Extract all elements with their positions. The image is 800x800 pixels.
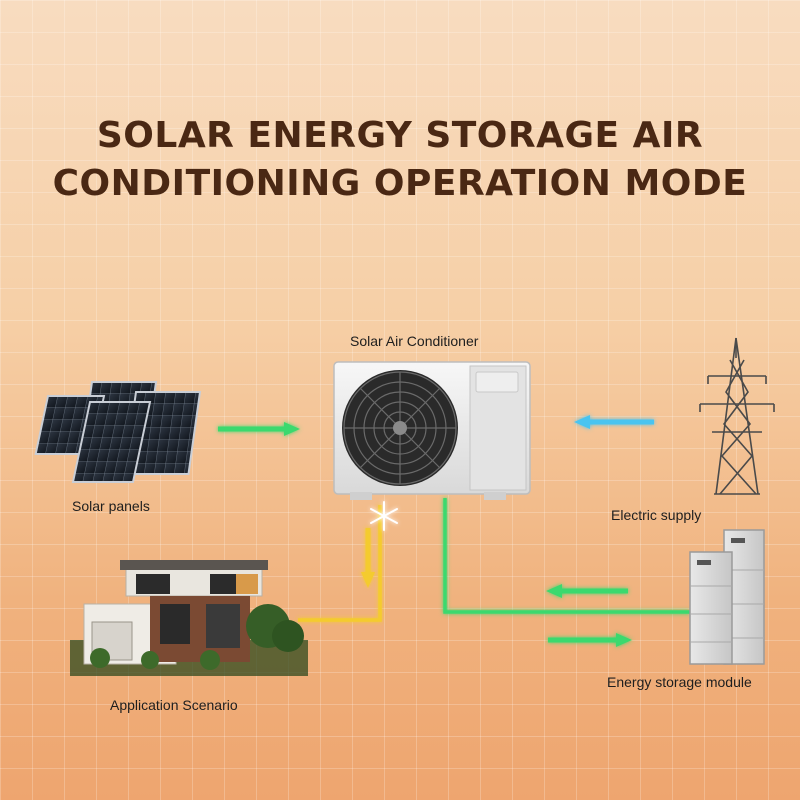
house-icon [70, 560, 308, 676]
arrow-ac-to-storage [548, 633, 632, 647]
arrow-cooling-down [361, 528, 375, 588]
label-application-scenario: Application Scenario [110, 697, 238, 713]
label-solar-panels: Solar panels [72, 498, 150, 514]
transmission-tower-icon [699, 337, 775, 495]
arrow-grid-to-ac [574, 415, 654, 429]
label-energy-storage: Energy storage module [607, 674, 752, 690]
label-electric-supply: Electric supply [611, 507, 702, 523]
title-line-1: SOLAR ENERGY STORAGE AIR [96, 115, 704, 156]
title-line-2: CONDITIONING OPERATION MODE [52, 163, 748, 204]
air-conditioner-icon [333, 361, 531, 500]
ac-to-storage-line [443, 498, 690, 614]
ac-to-house-line [298, 505, 382, 622]
solar-panel-icon [34, 381, 202, 483]
arrow-panel-to-ac [218, 422, 300, 436]
arrow-storage-to-ac [546, 584, 628, 598]
battery-module-icon [689, 529, 765, 665]
snowflake-icon [370, 501, 398, 531]
label-air-conditioner: Solar Air Conditioner [350, 333, 479, 349]
